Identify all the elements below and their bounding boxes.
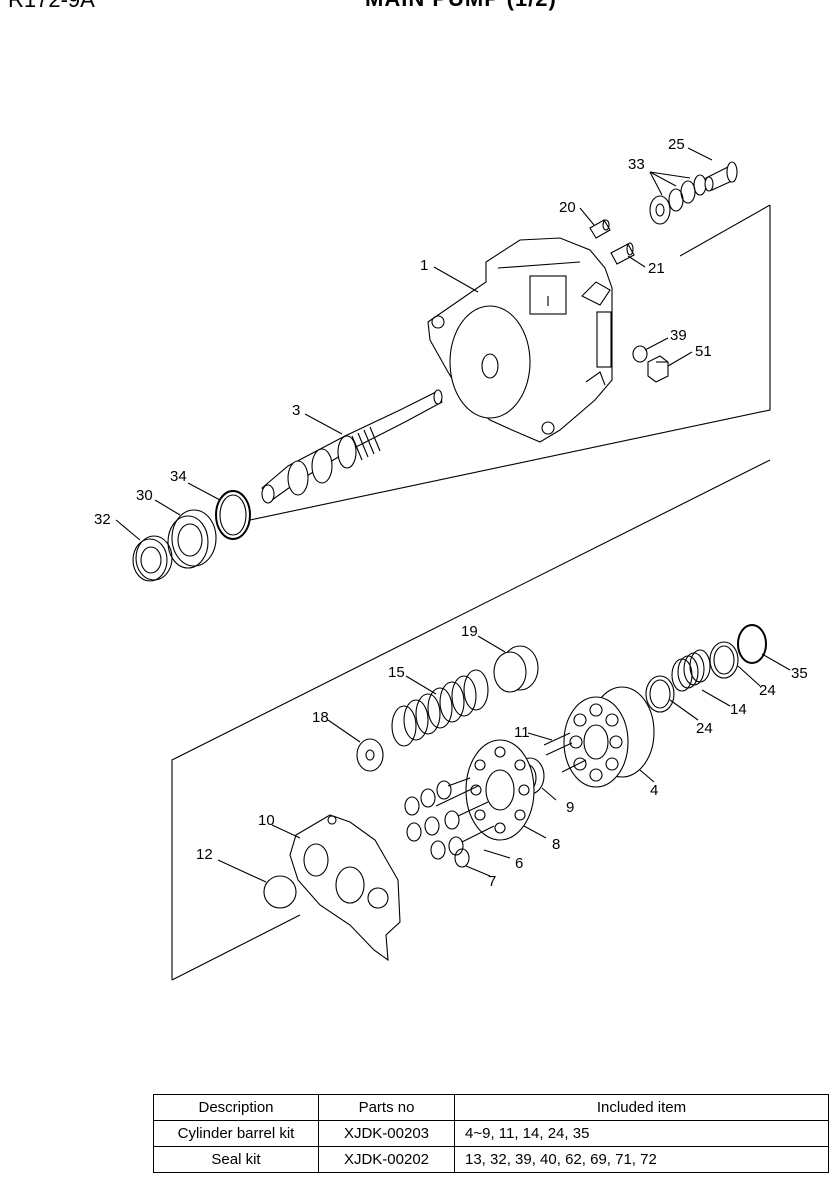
part-label: 18 [312,709,329,726]
set-plate-8 [465,739,535,841]
pin-20 [589,219,611,239]
ball-12 [263,875,297,909]
model-code: R172-9A [8,0,95,13]
page-title: MAIN PUMP (1/2) [365,0,557,12]
kit-part-number: XJDK-00203 [318,1120,455,1147]
part-label: 12 [196,846,213,863]
table-row: Seal kit XJDK-00202 13, 32, 39, 40, 62, … [153,1146,829,1173]
retainer-18 [356,738,384,772]
kit-included-items: 4~9, 11, 14, 24, 35 [454,1120,829,1147]
o-ring-39 [632,345,648,363]
table-row: Cylinder barrel kit XJDK-00203 4~9, 11, … [153,1120,829,1147]
part-label: 4 [650,782,658,799]
part-label: 35 [791,665,808,682]
part-label: 7 [488,873,496,890]
column-header: Parts no [318,1094,455,1121]
part-label: 19 [461,623,478,640]
part-label: 24 [696,720,713,737]
part-label: 25 [668,136,685,153]
part-label: 34 [170,468,187,485]
bearing-30 [167,509,217,569]
kit-table: Description Parts no Included item Cylin… [153,1094,829,1173]
part-label: 1 [420,257,428,274]
part-label: 33 [628,156,645,173]
plug-51 [647,355,669,383]
part-label: 14 [730,701,747,718]
part-label: 15 [388,664,405,681]
part-label: 8 [552,836,560,853]
part-label: 9 [566,799,574,816]
oil-seal-32 [132,535,173,582]
piston-shoes-6-7 [404,777,495,868]
shim-set-33 [649,174,707,225]
kit-description: Cylinder barrel kit [153,1120,319,1147]
kit-included-items: 13, 32, 39, 40, 62, 69, 71, 72 [454,1146,829,1173]
kit-part-number: XJDK-00202 [318,1146,455,1173]
part-number-labels: 1 3 4 6 7 8 9 10 11 12 14 15 18 19 20 21… [94,136,808,890]
cylinder-barrel-4 [563,686,655,788]
leader-lines [115,147,791,883]
lower-frame [171,459,771,981]
part-label: 6 [515,855,523,872]
part-label: 11 [514,724,530,741]
rings-24-14-35 [645,624,767,713]
column-header: Included item [454,1094,829,1121]
valve-plate-10 [289,814,401,962]
spring-15 [391,669,489,747]
pump-housing [427,237,613,443]
part-label: 32 [94,511,111,528]
part-label: 39 [670,327,687,344]
part-label: 51 [695,343,712,360]
column-header: Description [153,1094,319,1121]
part-label: 10 [258,812,275,829]
part-label: 3 [292,402,300,419]
snap-ring-34 [215,490,251,540]
upper-frame [249,204,771,521]
part-label: 24 [759,682,776,699]
exploded-parts-diagram: 1 3 4 6 7 8 9 10 11 12 14 15 18 19 20 21… [94,136,808,981]
part-label: 21 [648,260,665,277]
drive-shaft [261,389,443,504]
piston-25 [704,161,738,192]
part-label: 30 [136,487,153,504]
part-label: 20 [559,199,576,216]
pins-11 [543,732,587,773]
pin-21 [610,242,635,265]
table-header-row: Description Parts no Included item [153,1094,829,1121]
kit-description: Seal kit [153,1146,319,1173]
bushing-19 [493,645,539,693]
